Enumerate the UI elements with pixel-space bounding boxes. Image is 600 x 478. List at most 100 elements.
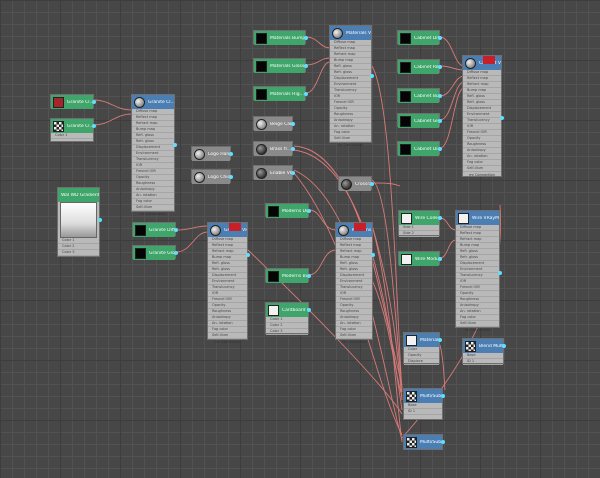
- slot-row[interactable]: Opacity: [463, 136, 501, 142]
- slot-row[interactable]: Fresnel IOR: [330, 100, 371, 106]
- output-socket[interactable]: [174, 251, 178, 255]
- slot-row[interactable]: Opacity: [208, 303, 247, 309]
- slot-row[interactable]: Displace: [404, 359, 439, 365]
- slot-row[interactable]: Diffuse map: [456, 225, 499, 231]
- slot-row[interactable]: Roughness: [463, 142, 501, 148]
- wire-collect-falloff-node[interactable]: Wire Collect Falloff Side 1 Side 2: [398, 210, 442, 237]
- output-socket[interactable]: [291, 147, 295, 151]
- slot-row[interactable]: Color 1: [58, 238, 99, 244]
- slot-row[interactable]: Reflect map: [456, 231, 499, 237]
- multisub-node-2[interactable]: Multi/Sub... Multi/Sub...: [403, 434, 445, 450]
- granite-vraymtl-node[interactable]: Granite Cl... VRayMt... Diffuse map Refl…: [131, 94, 177, 216]
- slot-row[interactable]: Self-illum: [132, 205, 174, 211]
- slot-row[interactable]: ID 1: [404, 409, 442, 415]
- slot-row[interactable]: Translucency: [463, 118, 501, 124]
- wire-vraymtl-node[interactable]: Wire VRayMt... Diffuse map Reflect map R…: [455, 210, 502, 332]
- slot-row[interactable]: Environment: [336, 279, 372, 285]
- slot-row[interactable]: Environment: [330, 82, 371, 88]
- slot-row[interactable]: Reflect map: [132, 115, 174, 121]
- slot-row[interactable]: Fresnel IOR: [336, 297, 372, 303]
- cabinet-reflect-bitmap-node[interactable]: Cabinet Reflect Bitmap: [397, 59, 442, 74]
- cardboard-gradient-node[interactable]: Cardboard Gradient Color 1 Color 2 Color…: [265, 302, 311, 335]
- output-socket[interactable]: [229, 175, 233, 179]
- moderns-vraymtl-node[interactable]: Moderns VRayMt... Diffuse map Reflect ma…: [335, 222, 375, 344]
- output-socket[interactable]: [370, 74, 374, 78]
- output-socket[interactable]: [307, 209, 311, 213]
- wire-modut-node[interactable]: Wire Modut VRayFast...: [398, 251, 442, 266]
- slot-row[interactable]: Refr. gloss: [132, 139, 174, 145]
- logo-chick-node[interactable]: Logo Chick VRayFast...: [191, 169, 233, 184]
- slot-row[interactable]: Refr. gloss: [336, 267, 372, 273]
- slot-row[interactable]: Self-illum: [456, 321, 499, 327]
- slot-row[interactable]: Environment: [132, 151, 174, 157]
- cabinet-bump-bitmap-node[interactable]: Cabinet Bump Bitmap: [397, 88, 442, 103]
- output-socket[interactable]: [229, 152, 233, 156]
- slot-row[interactable]: Refract map: [132, 121, 174, 127]
- cabinet-gloss-bitmap-node[interactable]: Cabinet Gloss Bitmap: [397, 113, 442, 128]
- slot-row[interactable]: Translucency: [132, 157, 174, 163]
- slot-row[interactable]: Base: [404, 403, 442, 409]
- blend-multisub-node[interactable]: Blend Multi/Sub... Base ID 1: [462, 338, 506, 365]
- slot-row[interactable]: Color 2: [266, 323, 308, 329]
- enable-node[interactable]: Enable VRayFast...: [253, 165, 295, 180]
- slot-row[interactable]: Bump map: [208, 255, 247, 261]
- slot-row[interactable]: Color 3: [58, 250, 99, 256]
- slot-row[interactable]: Refl. gloss: [330, 64, 371, 70]
- slot-row[interactable]: Displacement: [336, 273, 372, 279]
- slot-row[interactable]: Fog color: [463, 160, 501, 166]
- slot-row[interactable]: Color 3: [266, 329, 308, 335]
- slot-row[interactable]: Refract map: [463, 82, 501, 88]
- slot-row[interactable]: Refract map: [208, 249, 247, 255]
- slot-row[interactable]: Reflect map: [208, 243, 247, 249]
- slot-row[interactable]: Roughness: [208, 309, 247, 315]
- slot-row[interactable]: IOR: [208, 291, 247, 297]
- cabinet-diffuse-bitmap-node[interactable]: Cabinet Diffuse Bitmap: [397, 30, 442, 45]
- slot-row[interactable]: IOR: [330, 94, 371, 100]
- slot-row[interactable]: Roughness: [330, 112, 371, 118]
- slot-row[interactable]: Fog color: [456, 315, 499, 321]
- slot-row[interactable]: Fresnel IOR: [208, 297, 247, 303]
- granite-diffuse-bitmap-node[interactable]: Granite Diffuse Bitmap: [132, 222, 178, 237]
- output-socket[interactable]: [371, 253, 375, 257]
- slot-row[interactable]: Fresnel IOR: [456, 285, 499, 291]
- output-socket[interactable]: [98, 218, 102, 222]
- cabinet-vraymtl-node[interactable]: Cabinet VRayMt... Diffuse map Reflect ma…: [462, 55, 504, 177]
- output-socket[interactable]: [307, 274, 311, 278]
- slot-row[interactable]: Displacement: [208, 273, 247, 279]
- slot-row[interactable]: Translucency: [330, 88, 371, 94]
- slot-row[interactable]: Fog color: [132, 199, 174, 205]
- slot-row[interactable]: Self-illum: [463, 166, 501, 172]
- slot-row[interactable]: Opacity: [404, 353, 439, 359]
- output-socket[interactable]: [438, 65, 442, 69]
- beige-carrot-node[interactable]: Beige Carrot VRayFast...: [253, 116, 295, 131]
- slot-row[interactable]: Roughness: [336, 309, 372, 315]
- moderns-bump-bitmap-node[interactable]: Moderns Bump Bitmap: [265, 268, 311, 283]
- slot-row[interactable]: Refl. gloss: [132, 133, 174, 139]
- slot-row[interactable]: Color 2: [58, 244, 99, 250]
- slot-row[interactable]: Self-illum: [336, 333, 372, 339]
- slot-row[interactable]: Refr. gloss: [208, 267, 247, 273]
- output-socket[interactable]: [441, 440, 445, 444]
- slot-row[interactable]: Opacity: [456, 291, 499, 297]
- slot-row[interactable]: Anisotropy: [463, 148, 501, 154]
- slot-row[interactable]: Fog color: [208, 327, 247, 333]
- slot-row[interactable]: Diffuse map: [330, 40, 371, 46]
- slot-row[interactable]: Refr. gloss: [330, 70, 371, 76]
- slot-row[interactable]: Fresnel IOR: [132, 169, 174, 175]
- output-socket[interactable]: [173, 143, 177, 147]
- slot-row[interactable]: Roughness: [132, 181, 174, 187]
- slot-row[interactable]: An. rotation: [330, 124, 371, 130]
- slot-row[interactable]: An. rotation: [463, 154, 501, 160]
- slot-row[interactable]: An. rotation: [336, 321, 372, 327]
- crossrate-node[interactable]: Crossrate VRayMt...: [338, 176, 374, 191]
- slot-row[interactable]: Bump map: [463, 88, 501, 94]
- slot-row[interactable]: Reflect map: [336, 243, 372, 249]
- multisub-node-1[interactable]: Multi/Sub... Multi/Sub... Base ID 1: [403, 388, 445, 420]
- slot-row[interactable]: Diffuse map: [463, 70, 501, 76]
- output-socket[interactable]: [304, 36, 308, 40]
- cabinet-displace-bitmap-node[interactable]: Cabinet Displace Bitmap: [397, 141, 442, 156]
- granite-gloss-bitmap-node[interactable]: Granite Gloss Bitmap: [132, 245, 178, 260]
- output-socket[interactable]: [438, 119, 442, 123]
- output-socket[interactable]: [307, 308, 311, 312]
